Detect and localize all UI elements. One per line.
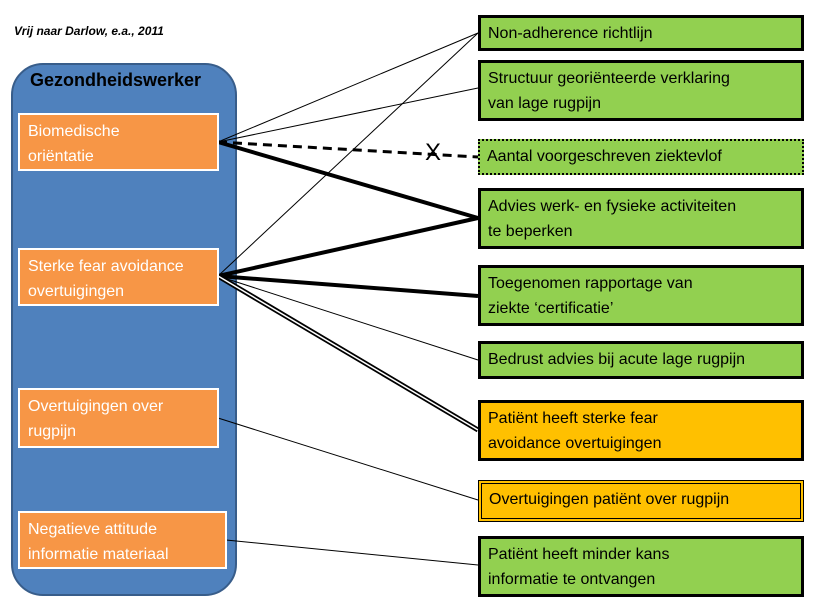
outcome-label: Toegenomen rapportage van [488,275,693,292]
line-fear-patientfear [216,273,480,433]
line-beliefs-patientbeliefs [217,417,479,501]
outcome-label: Bedrust advies bij acute lage rugpijn [488,351,746,368]
line-bio-advice [217,140,479,220]
factor-label: rugpijn [28,423,77,440]
line-fear-nonadherence [217,32,479,277]
outcome-bedrest: Bedrust advies bij acute lage rugpijn [478,341,804,379]
factor-label: Negatieve attitude [28,521,157,538]
line-bio-structure [217,87,479,143]
outcome-label: Non-adherence richtlijn [488,25,653,42]
line-bio-nonadherence [217,32,479,143]
outcome-label: Structuur georiënteerde verklaring [488,70,730,87]
outcome-nonadherence: Non-adherence richtlijn [478,15,804,51]
factor-beliefs: Overtuigingen over rugpijn [18,388,219,448]
line-fear-report [217,274,479,298]
line-bio-sickleave [217,140,479,159]
no-effect-marker: X [425,139,441,166]
factor-attitude: Negatieve attitude informatie materiaal [18,511,227,569]
outcome-label: avoidance overtuigingen [488,435,662,452]
line-attitude-patientinfo [225,539,479,566]
outcome-label: Overtuigingen patiënt over rugpijn [489,491,730,508]
outcome-label: ziekte ‘certificatie’ [488,300,614,317]
outcome-label: Patiënt heeft sterke fear [488,410,658,427]
outcome-label: van lage rugpijn [488,95,601,112]
outcome-patient-fear: Patiënt heeft sterke fear avoidance over… [478,400,804,461]
outcome-patient-beliefs: Overtuigingen patiënt over rugpijn [478,480,804,522]
factor-label: Biomedische [28,123,120,140]
source-caption: Vrij naar Darlow, e.a., 2011 [14,24,164,38]
outcome-label: informatie te ontvangen [488,571,656,588]
outcome-patient-info: Patiënt heeft minder kans informatie te … [478,536,804,597]
panel-title: Gezondheidswerker [30,70,202,90]
factor-label: overtuigingen [28,283,125,300]
outcome-structure: Structuur georiënteerde verklaring van l… [478,60,804,121]
outcome-label: Patiënt heeft minder kans [488,546,670,563]
line-fear-advice [217,216,479,278]
outcome-advice: Advies werk- en fysieke activiteiten te … [478,188,804,249]
outcome-report: Toegenomen rapportage van ziekte ‘certif… [478,265,804,326]
factor-label: Overtuigingen over [28,398,164,415]
factor-label: informatie materiaal [28,546,169,563]
factor-fear-avoidance: Sterke fear avoidance overtuigingen [18,248,219,306]
factor-label: Sterke fear avoidance [28,258,184,275]
outcome-label: Advies werk- en fysieke activiteiten [488,198,737,215]
outcome-label: Aantal voorgeschreven ziektevlof [487,148,722,165]
factor-label: oriëntatie [28,148,94,165]
outcome-label: te beperken [488,223,573,240]
factor-biomedical: Biomedische oriëntatie [18,113,219,171]
line-fear-bedrest [217,275,479,361]
outcome-sickleave: Aantal voorgeschreven ziektevlof [478,139,804,175]
